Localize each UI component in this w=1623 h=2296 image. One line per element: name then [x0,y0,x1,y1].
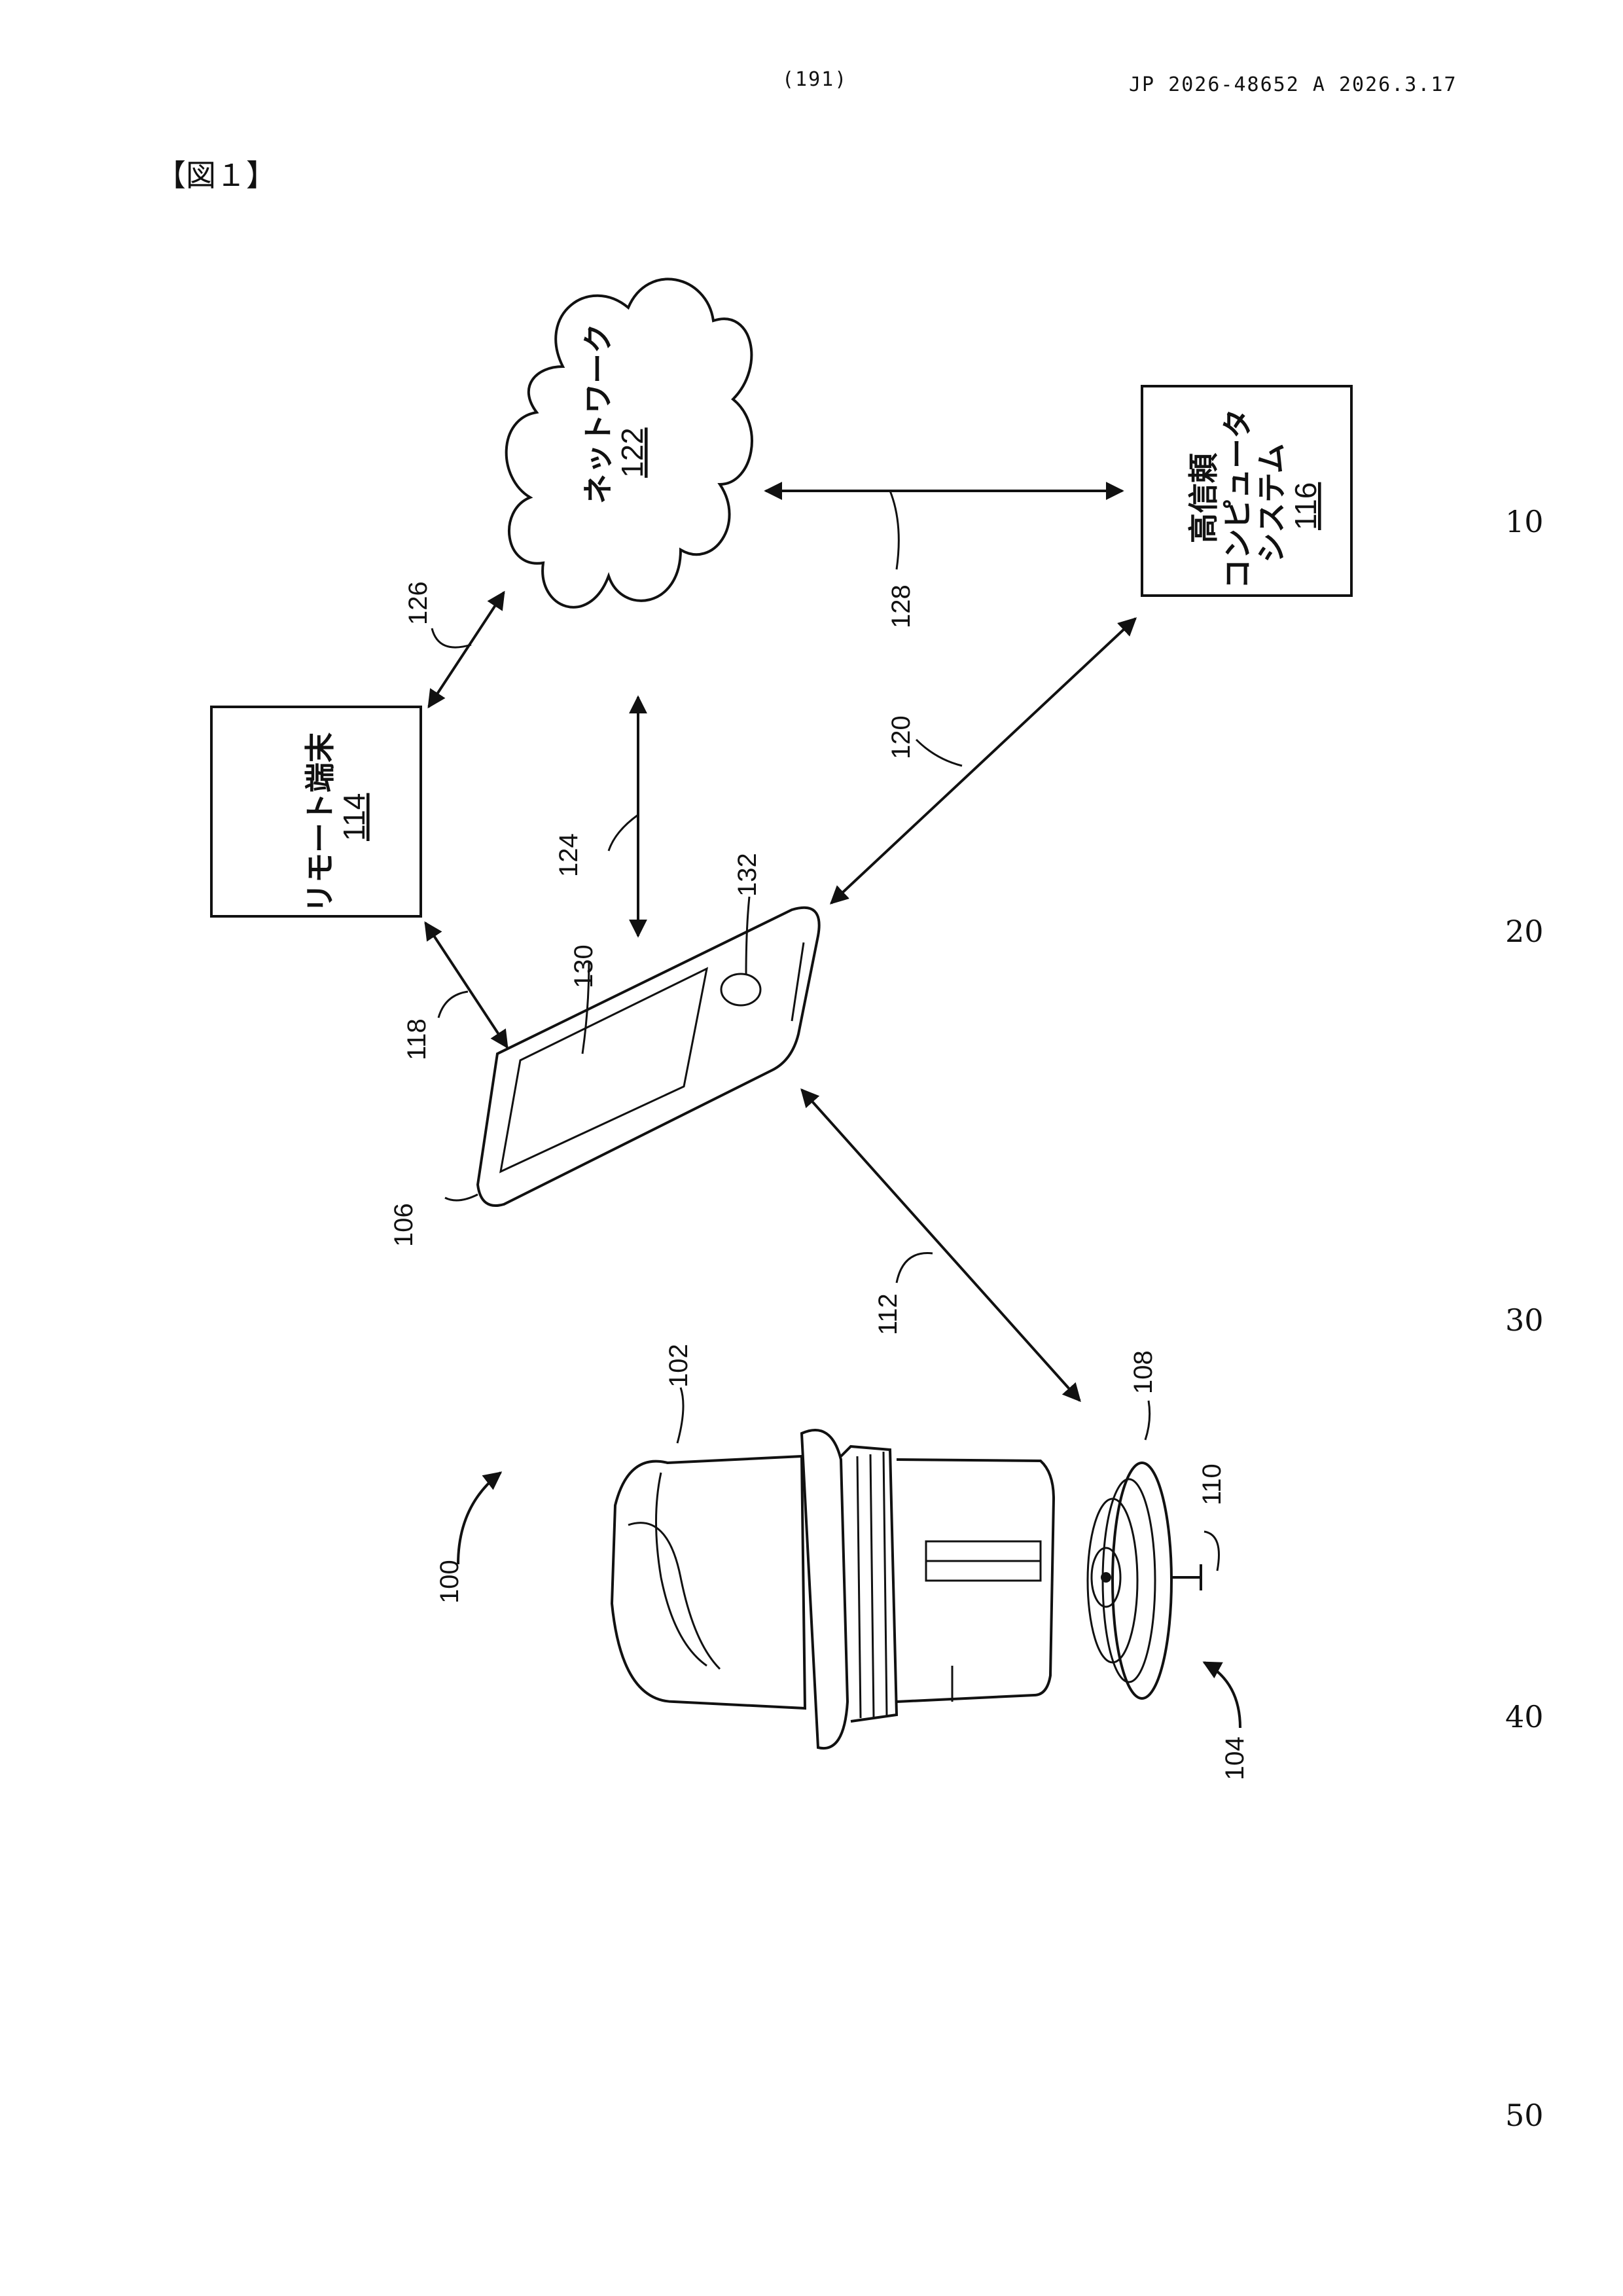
trusted-label-line2: コンピュータ [1220,408,1255,589]
ref-112: 112 [874,1293,902,1335]
ref-102: 102 [664,1344,693,1388]
remote-label: リモート端末 [302,732,338,913]
link-126-arrow [429,592,504,707]
ref-128: 128 [887,584,916,628]
link-120-arrow [831,619,1135,903]
remote-ref: 114 [337,793,371,841]
trusted-label-line3: システム [1254,443,1289,563]
ref-104: 104 [1221,1736,1249,1780]
sensor-puck [1088,1463,1201,1698]
link-112-arrow [802,1090,1080,1401]
trusted-computer-system-box: 高信頼 コンピュータ システム 116 [1142,386,1351,596]
ref-110: 110 [1198,1463,1226,1505]
network-cloud: ネットワーク 122 [507,279,752,607]
ref-108: 108 [1129,1350,1158,1394]
ref-106: 106 [389,1203,418,1247]
trusted-ref: 116 [1289,482,1323,530]
ref-126: 126 [404,581,433,625]
smartphone [478,908,819,1206]
ref-120: 120 [887,715,916,759]
trusted-label-line1: 高信頼 [1186,452,1221,543]
ref-130: 130 [569,944,598,988]
ref-100: 100 [435,1560,464,1604]
network-ref: 122 [615,427,649,478]
ref-132: 132 [733,853,762,897]
ref-124: 124 [554,833,583,877]
remote-terminal-box: リモート端末 114 [211,707,421,916]
link-118-arrow [425,923,507,1047]
cylindrical-device [612,1430,1054,1748]
network-label: ネットワーク [580,323,616,504]
ref-118: 118 [402,1018,431,1060]
home-button [721,974,760,1005]
